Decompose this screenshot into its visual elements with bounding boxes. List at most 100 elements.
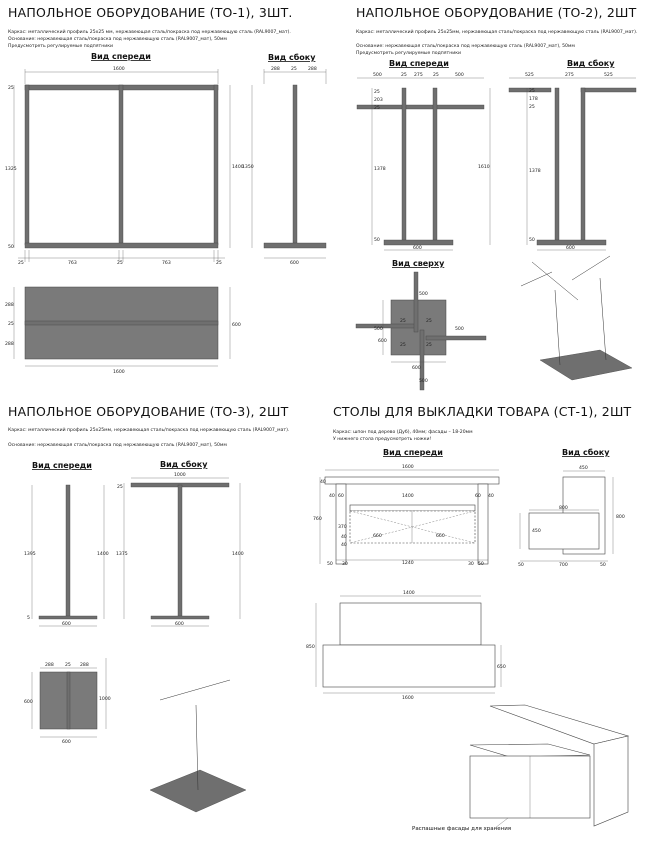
to2-side-dim-top-3: 525: [604, 72, 613, 78]
ct1-front-dim-right-a: 60: [475, 493, 481, 499]
to2-front-dim-left-2: 203: [374, 97, 383, 103]
to2-front-dim-top-4: 25: [433, 72, 439, 78]
ct1-front-dim-w2: 660: [436, 533, 445, 539]
to1-front-dim-left-bot: 50: [8, 244, 14, 250]
to1-front-dim-bot-4: 763: [162, 260, 171, 266]
to1-front-dim-left-mid: 1325: [5, 166, 17, 172]
to1-note-1: Каркас: металлический профиль 25х25 мм, …: [8, 28, 291, 35]
to3-side-dim-left: 1375: [116, 551, 128, 557]
ct1-side-dim-mid: 800: [559, 505, 568, 511]
to2-side-dim-top-1: 525: [525, 72, 534, 78]
ct1-title: СТОЛЫ ДЛЯ ВЫКЛАДКИ ТОВАРА (СТ-1), 2ШТ: [333, 404, 632, 419]
ct1-front-dim-small-1: 30: [342, 561, 348, 567]
to1-title: НАПОЛЬНОЕ ОБОРУДОВАНИЕ (ТО-1), 3ШТ.: [8, 5, 293, 20]
ct1-front-dim-top: 1600: [402, 464, 414, 470]
ct1-front-dim-right-b: 40: [488, 493, 494, 499]
to3-side-dim-right: 1400: [232, 551, 244, 557]
ct1-view-front: Вид спереди: [383, 448, 443, 457]
to1-plan-dim-left-1: 288: [5, 302, 14, 308]
to1-front-dim-top: 1600: [113, 66, 125, 72]
ct1-caption-leader: [494, 817, 509, 829]
to2-isometric: [520, 255, 633, 381]
to3-plan-dim-right: 1000: [99, 696, 111, 702]
to3-front: [31, 484, 105, 627]
to1-side-frame: [251, 69, 327, 259]
to2-front-dim-top-1: 500: [373, 72, 382, 78]
to2-top-dim-bot: 600: [412, 365, 421, 371]
to3-title: НАПОЛЬНОЕ ОБОРУДОВАНИЕ (ТО-3), 2ШТ: [8, 404, 289, 419]
to3-note-1: Каркас: металлический профиль 25х25мм, н…: [8, 426, 289, 433]
ct1-front-dim-left-h: 760: [313, 516, 322, 522]
to2-front-dim-top-3: 275: [414, 72, 423, 78]
ct1-front: [319, 469, 500, 565]
ct1-side-dim-right: 800: [616, 514, 625, 520]
to2-top-dim-v1: 500: [419, 291, 428, 297]
to1-view-front: Вид спереди: [91, 52, 151, 61]
to1-side-dim-left: 1350: [242, 164, 254, 170]
to1-plan: [13, 286, 231, 367]
to3-front-dim-bot: 600: [62, 621, 71, 627]
ct1-side-dim-bot-3: 50: [600, 562, 606, 568]
to3-plan-dim-top-3: 288: [80, 662, 89, 668]
to1-side-dim-bot: 600: [290, 260, 299, 266]
to1-note-2: Основание: нержавеющая сталь/покраска по…: [8, 36, 227, 42]
to3-isometric: [149, 679, 247, 813]
ct1-elev-dim-top: 1400: [403, 590, 415, 596]
to3-front-dim-left: 1395: [24, 551, 36, 557]
ct1-elev-dim-left: 850: [306, 644, 315, 650]
to2-side-dim-left-1: 25: [529, 88, 535, 94]
to2-view-side: Вид сбоку: [567, 58, 615, 68]
to1-note-3: Предусмотреть регулируемые подпятники: [8, 43, 113, 49]
to1-front-dim-bot-2: 763: [68, 260, 77, 266]
ct1-side-dim-top: 450: [579, 465, 588, 471]
to2-top-dim-small-1: 25: [400, 318, 406, 324]
ct1-front-dim-small-4: 50: [478, 561, 484, 567]
ct1-elevation: [315, 595, 502, 694]
to2-front-dim-top-5: 500: [455, 72, 464, 78]
to1-front-frame: [13, 69, 231, 262]
to2-front-dim-left-1: 25: [374, 89, 380, 95]
to3-view-side: Вид сбоку: [160, 459, 208, 469]
to2-top-dim-small-4: 25: [426, 342, 432, 348]
to2-top-dim-v2: 600: [378, 338, 387, 344]
ct1-view-side: Вид сбоку: [562, 447, 610, 457]
to2-top-dim-h2: 500: [455, 326, 464, 332]
to2-side-dim-bot: 600: [566, 245, 575, 251]
to3-plan: [31, 658, 107, 738]
to3-front-dim-small: 5: [27, 615, 30, 621]
to3-plan-dim-left: 600: [24, 699, 33, 705]
to1-front-dim-bot-5: 25: [216, 260, 222, 266]
to2-side-dim-left-2: 178: [529, 96, 538, 102]
to1-plan-dim-left-2: 25: [8, 321, 14, 327]
ct1-isometric: [469, 704, 630, 827]
to1-view-side: Вид сбоку: [268, 52, 316, 62]
to1-plan-dim-right: 600: [232, 322, 241, 328]
to2-front-frame: [356, 77, 491, 251]
to2-side-dim-left-5: 50: [529, 237, 535, 243]
to3-side: [123, 477, 241, 627]
to2-note-2: Основание: нержавеющая сталь/покраска по…: [356, 43, 575, 49]
ct1-caption: Распашные фасады для хранения: [412, 826, 511, 832]
to2-top-dim-small-2: 25: [426, 318, 432, 324]
to1-front-dim-bot-3: 25: [117, 260, 123, 266]
to2-front-dim-left-3: 25: [374, 105, 380, 111]
to2-title: НАПОЛЬНОЕ ОБОРУДОВАНИЕ (ТО-2), 2ШТ: [356, 5, 637, 20]
to3-plan-dim-top-2: 25: [65, 662, 71, 668]
to2-top-dim-v3: 500: [419, 378, 428, 384]
to2-view-front: Вид спереди: [389, 59, 449, 68]
ct1-front-dim-small-6: 40: [341, 542, 347, 548]
to3-side-dim-top: 1000: [174, 472, 186, 478]
to2-front-dim-right: 1610: [478, 164, 490, 170]
to2-top-dim-small-3: 25: [400, 342, 406, 348]
to1-plan-dim-left-3: 288: [5, 341, 14, 347]
to2-side-frame: [508, 77, 637, 251]
to1-front-dim-bot-1: 25: [18, 260, 24, 266]
ct1-elev-dim-right: 650: [497, 664, 506, 670]
to2-front-dim-left-5: 50: [374, 237, 380, 243]
to3-view-front: Вид спереди: [32, 461, 92, 470]
to3-side-dim-left-top: 25: [117, 484, 123, 490]
to2-view-top: Вид сверху: [392, 259, 445, 268]
to2-side-dim-top-2: 275: [565, 72, 574, 78]
to1-front-dim-left-top: 25: [8, 85, 14, 91]
